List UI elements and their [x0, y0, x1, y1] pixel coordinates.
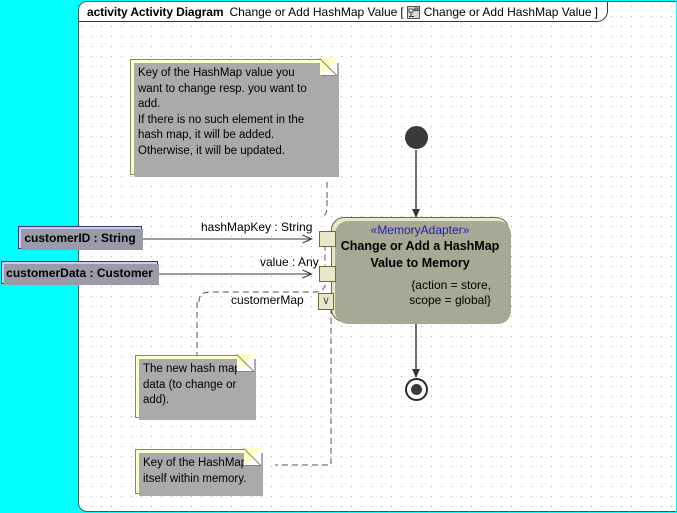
action-title-line1: Change or Add a HashMap: [340, 239, 500, 253]
action-node[interactable]: «MemoryAdapter» Change or Add a HashMap …: [331, 217, 511, 324]
pin-label-hashmapkey: hashMapKey : String: [201, 220, 313, 234]
bracket-open: [: [400, 4, 404, 19]
action-constraint-line1: {action = store,: [411, 278, 491, 292]
bracket-close: ]: [594, 4, 598, 19]
note-fold-icon: [320, 58, 338, 76]
note-line: The new hash map: [143, 363, 241, 375]
action-constraint-line2: scope = global}: [409, 293, 491, 307]
param-customerdata[interactable]: customerData : Customer: [1, 261, 159, 285]
diagram-title-tab[interactable]: activity Activity Diagram Change or Add …: [79, 2, 608, 22]
canvas-outside-area: [0, 0, 78, 513]
param-customerid[interactable]: customerID : String: [18, 226, 143, 250]
note-line: Key of the HashMap value you: [138, 67, 295, 79]
flow-edges: [141, 150, 420, 466]
pin-value[interactable]: [319, 266, 336, 282]
pin-hashmapkey[interactable]: [319, 231, 336, 247]
note-line: data (to change or: [143, 378, 237, 391]
diagram-name: Change or Add HashMap Value: [229, 4, 398, 19]
activity-diagram-icon: [406, 6, 420, 19]
chevron-down-icon: ∨: [321, 295, 331, 307]
action-stereotype: «MemoryAdapter»: [370, 223, 470, 237]
note-fold-icon: [237, 354, 255, 372]
pin-label-customermap: customerMap: [231, 293, 304, 307]
param-label: customerID : String: [24, 230, 136, 245]
note-line: Key of the HashMap: [143, 457, 248, 469]
note-line: itself within memory.: [143, 472, 247, 485]
pin-label-value: value : Any: [260, 255, 319, 269]
note-line: Otherwise, it will be updated.: [138, 144, 286, 157]
note-fold-icon: [244, 448, 262, 466]
note-key-description[interactable]: Key of the HashMap value you want to cha…: [130, 58, 339, 177]
initial-node[interactable]: [405, 126, 428, 149]
note-line: want to change resp. you want to: [138, 82, 307, 95]
note-key-within-memory[interactable]: Key of the HashMap itself within memory.: [135, 448, 263, 496]
note-line: add.: [138, 98, 161, 110]
note-line: add).: [143, 394, 170, 406]
note-line: hash map, it will be added.: [138, 129, 275, 141]
pin-customermap[interactable]: ∨: [318, 293, 334, 310]
diagram-keyword: activity Activity Diagram: [87, 4, 224, 19]
param-label: customerData : Customer: [6, 265, 153, 280]
action-title-line2: Value to Memory: [370, 256, 470, 270]
note-line: If there is no such element in the: [138, 113, 305, 126]
note-new-hash-map-data[interactable]: The new hash map data (to change or add)…: [135, 354, 256, 420]
activity-final-node[interactable]: [405, 378, 428, 401]
diagram-qualified-name: Change or Add HashMap Value: [423, 4, 592, 19]
activity-diagram-frame: activity Activity Diagram Change or Add …: [78, 1, 676, 512]
